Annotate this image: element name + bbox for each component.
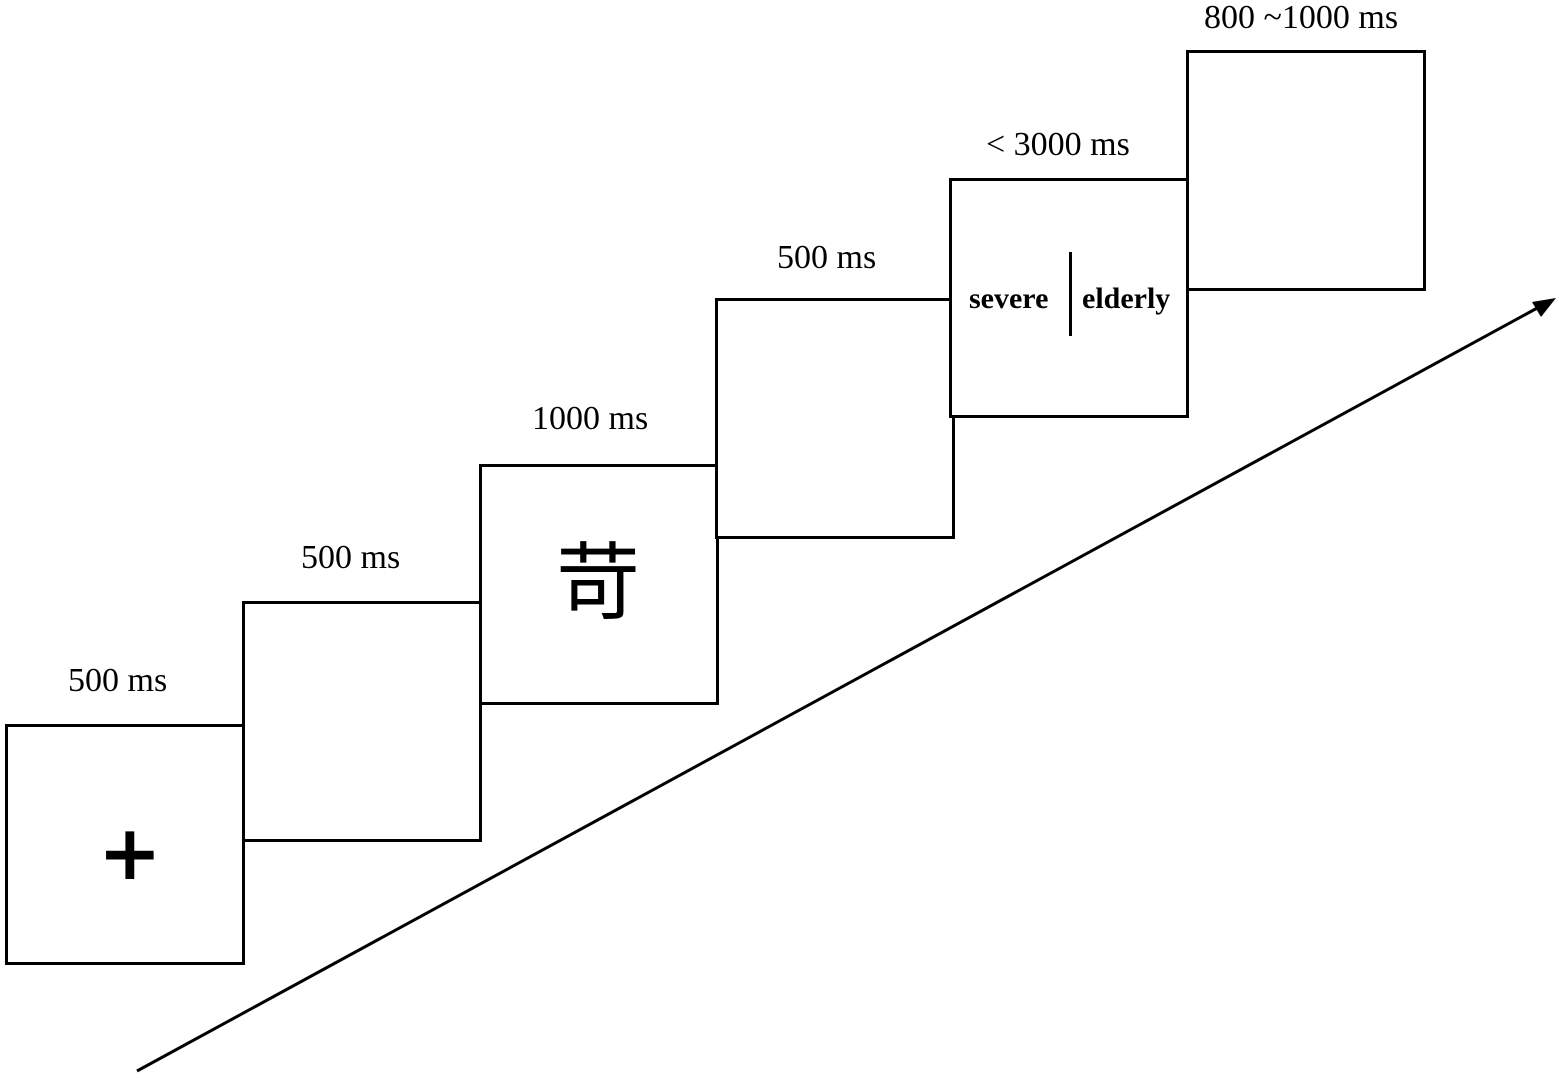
frame-fixation	[5, 724, 245, 965]
fixation-cross-icon: +	[98, 808, 162, 897]
frame-choice-duration: < 3000 ms	[986, 126, 1130, 163]
frame-fixation-duration: 500 ms	[68, 662, 168, 699]
frame-iti	[1186, 50, 1426, 291]
frame-blank-1-duration: 500 ms	[301, 539, 401, 576]
frame-prime-duration: 1000 ms	[532, 400, 649, 437]
frame-iti-duration: 800 ~1000 ms	[1204, 0, 1399, 36]
choice-right-word: elderly	[1082, 282, 1171, 315]
frame-blank-2	[715, 298, 955, 539]
prime-character: 苛	[556, 534, 641, 632]
frame-prime	[479, 464, 719, 705]
choice-left-word: severe	[969, 282, 1049, 315]
frame-blank-1	[242, 601, 482, 842]
choice-divider	[1069, 252, 1072, 336]
frame-blank-2-duration: 500 ms	[777, 239, 877, 276]
